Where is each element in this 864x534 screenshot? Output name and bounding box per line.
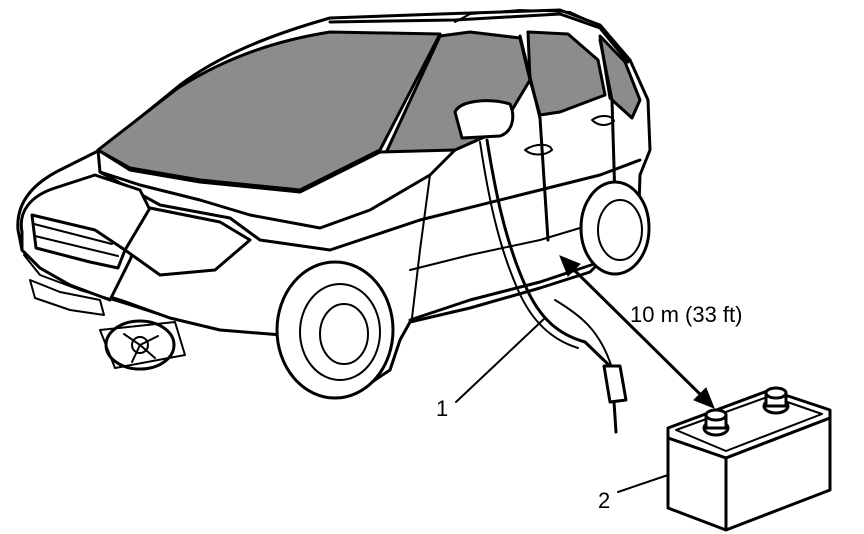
connector-pin xyxy=(612,400,618,434)
arrowhead-bottom xyxy=(693,387,715,409)
b-pillar xyxy=(518,34,550,242)
rear-wheel xyxy=(579,180,651,276)
hood xyxy=(96,148,457,230)
headlight xyxy=(123,206,252,277)
fender-line xyxy=(98,158,642,252)
lower-bumper xyxy=(23,254,283,336)
callout-number-1: 1 xyxy=(436,396,448,421)
vehicle xyxy=(16,8,652,400)
c-pillar xyxy=(598,38,617,202)
cable-connector xyxy=(602,364,628,404)
grille-bar-2 xyxy=(34,235,119,257)
front-wheel xyxy=(275,260,395,400)
battery-terminal-right xyxy=(762,386,790,415)
front-door-seam xyxy=(411,174,431,319)
distance-dimension: 10 m (33 ft) xyxy=(559,255,742,409)
roof-line xyxy=(328,12,630,64)
battery xyxy=(666,386,832,532)
callout-1: 1 xyxy=(436,317,546,421)
cable-line-inner xyxy=(479,141,579,349)
rear-door-handle xyxy=(591,115,615,126)
cable-line-outer xyxy=(485,138,614,370)
battery-side-face xyxy=(724,416,832,532)
arrowhead-top xyxy=(559,255,581,277)
roof-rail xyxy=(454,9,601,27)
leader-line-2 xyxy=(617,474,669,493)
grille xyxy=(30,213,127,270)
callout-2: 2 xyxy=(598,474,669,513)
battery-top-rim xyxy=(675,395,823,452)
side-mirror xyxy=(453,99,515,140)
cable-branch xyxy=(554,299,613,369)
windshield xyxy=(96,30,442,192)
lower-air-intake xyxy=(29,279,105,316)
antenna-cable xyxy=(479,138,628,434)
front-door-handle xyxy=(524,143,553,156)
leader-line-1 xyxy=(455,317,546,403)
dimension-line xyxy=(564,260,710,404)
grille-bar-1 xyxy=(33,223,113,245)
battery-terminal-left xyxy=(702,408,730,437)
distance-label: 10 m (33 ft) xyxy=(630,302,742,327)
fog-lamp-housing xyxy=(99,321,186,369)
callout-number-2: 2 xyxy=(598,488,610,513)
